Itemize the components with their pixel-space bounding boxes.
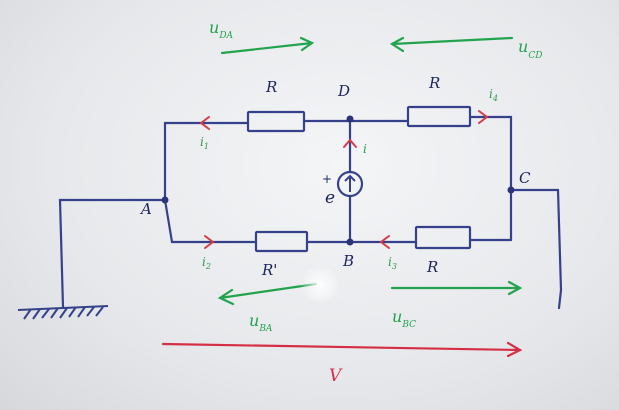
resistor-bottom-left-icon bbox=[254, 230, 309, 253]
wire-from-C bbox=[509, 188, 563, 310]
arrow-V-icon bbox=[161, 341, 523, 358]
current-i4-label: i4 bbox=[489, 87, 498, 103]
total-voltage: V bbox=[161, 341, 523, 386]
node-D-label: D bbox=[337, 82, 350, 100]
arrow-i4-icon bbox=[478, 110, 489, 124]
current-i-label: i bbox=[363, 142, 367, 156]
nodes bbox=[161, 115, 515, 246]
resistor-bottom-right-icon bbox=[414, 225, 472, 250]
arrow-uCD-icon bbox=[389, 36, 514, 53]
wires bbox=[58, 115, 563, 310]
wire-bottom-left bbox=[163, 198, 258, 244]
resistors bbox=[246, 105, 472, 253]
arrow-uDA-icon bbox=[220, 36, 315, 55]
voltage-uBC-label: uBC bbox=[392, 307, 416, 330]
arrow-i1-icon bbox=[199, 116, 210, 130]
node-C-dot bbox=[507, 186, 515, 194]
current-i3-label: i3 bbox=[388, 255, 397, 271]
resistor-top-left-label: R bbox=[265, 78, 277, 96]
current-i2-label: i2 bbox=[202, 255, 211, 271]
current-arrows bbox=[199, 110, 489, 249]
node-labels: A B C D bbox=[139, 82, 531, 270]
voltage-labels: uDA uCD uBA uBC bbox=[209, 18, 542, 334]
voltage-uDA-label: uDA bbox=[209, 18, 234, 41]
source-emf-label: e bbox=[325, 188, 335, 208]
arrow-i3-icon bbox=[379, 235, 390, 249]
source-labels: + e bbox=[322, 172, 335, 208]
resistor-top-right-icon bbox=[406, 105, 472, 128]
source-plus-label: + bbox=[322, 172, 332, 186]
voltage-uBA-label: uBA bbox=[249, 311, 273, 334]
current-i1-label: i1 bbox=[200, 135, 209, 151]
node-C-label: C bbox=[519, 169, 531, 187]
arrow-uBC-icon bbox=[390, 280, 523, 296]
node-A-label: A bbox=[139, 200, 152, 218]
wire-to-ground bbox=[58, 198, 167, 309]
wire-top-right bbox=[468, 115, 513, 242]
voltage-V-label: V bbox=[329, 366, 343, 386]
node-D-dot bbox=[346, 115, 354, 123]
voltage-source-icon bbox=[336, 170, 364, 198]
wire-top-left bbox=[163, 121, 250, 202]
node-A-dot bbox=[161, 196, 169, 204]
resistor-bottom-right-label: R bbox=[426, 258, 438, 276]
voltage-uCD-label: uCD bbox=[518, 37, 542, 61]
resistor-top-left-icon bbox=[246, 110, 306, 133]
node-B-label: B bbox=[342, 252, 354, 270]
arrow-i2-icon bbox=[204, 235, 215, 249]
ground-icon bbox=[17, 305, 109, 320]
resistor-top-right-label: R bbox=[428, 74, 440, 92]
resistor-bottom-left-label: R' bbox=[261, 261, 277, 279]
arrow-i-icon bbox=[343, 138, 357, 148]
resistor-labels: R R R' R bbox=[261, 74, 440, 279]
node-B-dot bbox=[346, 238, 354, 246]
light-glare bbox=[296, 268, 344, 302]
voltage-arrows bbox=[217, 36, 523, 306]
current-labels: i1 i2 i3 i4 i bbox=[200, 87, 498, 271]
